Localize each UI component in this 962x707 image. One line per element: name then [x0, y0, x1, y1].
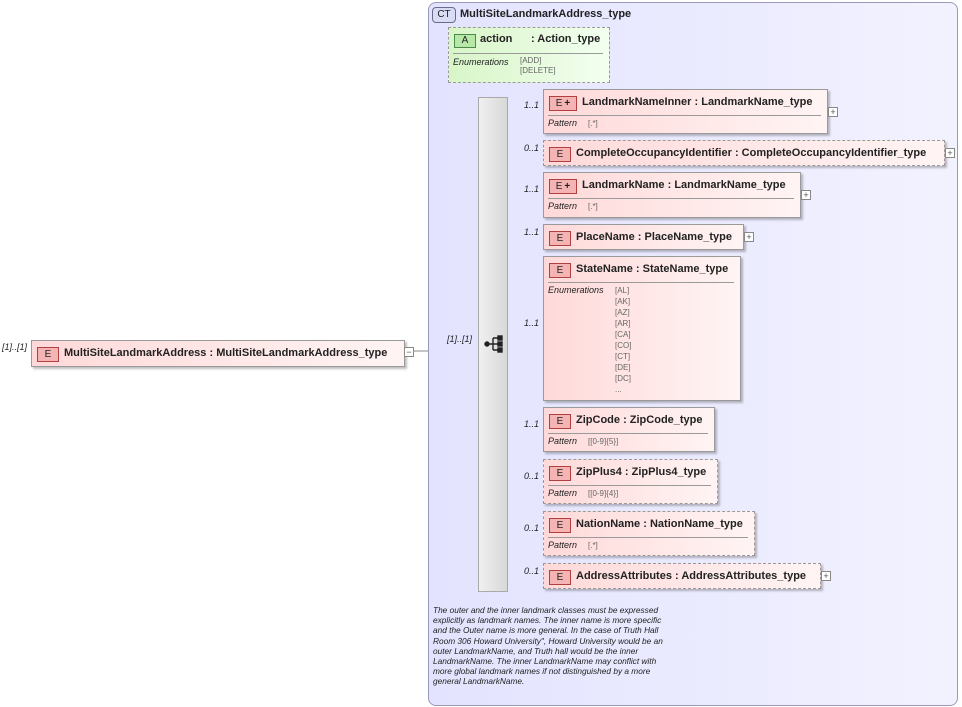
element-landmarkname[interactable]: E+ LandmarkName : LandmarkName_type Patt… [543, 172, 801, 218]
attribute-type: : Action_type [531, 33, 601, 45]
element-placename[interactable]: E PlaceName : PlaceName_type [543, 224, 744, 250]
element-zipplus4[interactable]: E ZipPlus4 : ZipPlus4_type Pattern [[0-9… [543, 459, 718, 504]
facet-value: [.*] [588, 119, 598, 128]
cardinality-completeoccupancyidentifier: 0..1 [524, 143, 540, 153]
element-label: ZipCode : ZipCode_type [576, 414, 703, 426]
cardinality-landmarkname: 1..1 [524, 184, 540, 194]
complex-type-title: MultiSiteLandmarkAddress_type [460, 8, 632, 20]
element-badge: E [549, 147, 571, 162]
element-badge: E [549, 518, 571, 533]
element-badge: E [549, 414, 571, 429]
cardinality-addressattributes: 0..1 [524, 566, 540, 576]
element-landmarknameinner[interactable]: E+ LandmarkNameInner : LandmarkName_type… [543, 89, 828, 134]
facet-value: [[0-9]{5}] [588, 437, 619, 446]
element-badge: E [549, 570, 571, 585]
cardinality-zipplus4: 0..1 [524, 471, 540, 481]
cardinality-nationname: 0..1 [524, 523, 540, 533]
facet-value: [.*] [588, 541, 598, 550]
cardinality-placename: 1..1 [524, 227, 540, 237]
element-addressattributes[interactable]: E AddressAttributes : AddressAttributes_… [543, 563, 821, 589]
attribute-badge: A [454, 34, 476, 48]
sequence-cardinality: [1]..[1] [447, 334, 473, 344]
expand-toggle[interactable]: + [801, 190, 811, 200]
element-zipcode[interactable]: E ZipCode : ZipCode_type Pattern [[0-9]{… [543, 407, 715, 452]
root-element[interactable]: E MultiSiteLandmarkAddress : MultiSiteLa… [31, 340, 405, 367]
element-nationname[interactable]: E NationName : NationName_type Pattern [… [543, 511, 755, 556]
cardinality-landmarknameinner: 1..1 [524, 100, 540, 110]
element-badge: E [549, 466, 571, 481]
element-label: PlaceName : PlaceName_type [576, 231, 732, 243]
element-badge: E [549, 231, 571, 246]
facet-label: Pattern [548, 436, 578, 446]
expand-toggle[interactable]: + [828, 107, 838, 117]
attribute-name: action [480, 33, 513, 45]
element-badge: E+ [549, 96, 577, 111]
cardinality-statename: 1..1 [524, 318, 540, 328]
facet-label: Pattern [548, 540, 578, 550]
facet-label: Pattern [548, 201, 578, 211]
facet-label: Enumerations [548, 285, 604, 295]
annotation-text: The outer and the inner landmark classes… [433, 605, 663, 687]
complex-type-badge: CT [432, 7, 456, 23]
element-badge: E [549, 263, 571, 278]
facet-label: Pattern [548, 488, 578, 498]
element-label: AddressAttributes : AddressAttributes_ty… [576, 570, 807, 582]
element-label: NationName : NationName_type [576, 518, 743, 530]
element-completeoccupancyidentifier[interactable]: E CompleteOccupancyIdentifier : Complete… [543, 140, 945, 166]
element-label: ZipPlus4 : ZipPlus4_type [576, 466, 707, 478]
collapse-toggle[interactable]: − [404, 347, 414, 357]
attribute-action[interactable]: A action : Action_type Enumerations [ADD… [448, 27, 610, 83]
element-statename[interactable]: E StateName : StateName_type Enumeration… [543, 256, 741, 401]
element-label: LandmarkNameInner : LandmarkName_type [582, 96, 813, 108]
expand-toggle[interactable]: + [821, 571, 831, 581]
facet-value: [[0-9]{4}] [588, 489, 619, 498]
facet-label: Enumerations [453, 57, 509, 67]
expand-toggle[interactable]: + [744, 232, 754, 242]
element-badge: E [37, 347, 59, 362]
facet-values: [AL] [AK] [AZ] [AR] [CA] [CO] [CT] [DE] … [615, 286, 632, 394]
root-cardinality: [1]..[1] [2, 342, 28, 352]
element-label: LandmarkName : LandmarkName_type [582, 179, 786, 191]
sequence-icon [484, 335, 503, 353]
facet-values: [ADD] [DELETE] [520, 56, 556, 75]
facet-label: Pattern [548, 118, 578, 128]
facet-value: [.*] [588, 202, 598, 211]
cardinality-zipcode: 1..1 [524, 419, 540, 429]
expand-toggle[interactable]: + [945, 148, 955, 158]
element-label: StateName : StateName_type [576, 263, 729, 275]
element-badge: E+ [549, 179, 577, 194]
sequence-compositor[interactable] [478, 97, 508, 592]
root-element-label: MultiSiteLandmarkAddress : MultiSiteLand… [64, 347, 388, 359]
element-label: CompleteOccupancyIdentifier : CompleteOc… [576, 147, 927, 159]
